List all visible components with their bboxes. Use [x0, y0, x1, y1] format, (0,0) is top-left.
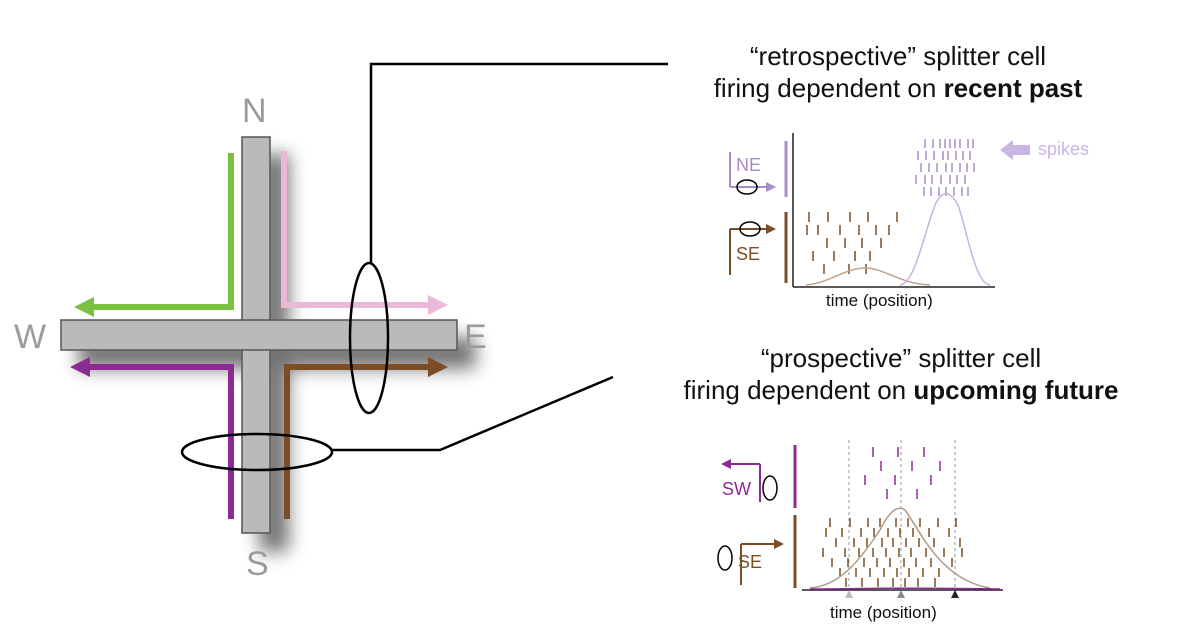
- retrospective-caption: “retrospective” splitter cell firing dep…: [668, 40, 1128, 104]
- ne-spike-raster: [915, 139, 975, 196]
- sw-label: SW: [722, 479, 751, 499]
- route-arrow-north-to-east: [281, 151, 448, 315]
- recording-ellipse-east: [348, 261, 390, 415]
- callout-line-prospective: [332, 375, 614, 452]
- spikes-arrow-icon: [1000, 140, 1030, 160]
- prospective-xlabel: time (position): [830, 603, 937, 622]
- spikes-label: spikes: [1038, 139, 1090, 159]
- sw-spike-raster: [864, 447, 941, 499]
- ne-label: NE: [736, 155, 762, 175]
- retrospective-caption-line1: “retrospective” splitter cell: [749, 41, 1047, 71]
- retrospective-caption-line2: firing dependent on recent past: [713, 73, 1083, 103]
- ne-firing-curve: [899, 193, 991, 286]
- compass-east-label: E: [464, 318, 487, 356]
- callout-line-retrospective: [369, 62, 668, 263]
- plus-maze: [60, 136, 458, 534]
- se-spike-raster: [806, 212, 898, 274]
- route-arrow-south-to-east: [284, 357, 448, 519]
- compass-north-label: N: [242, 92, 267, 130]
- prospective-caption-line1: “prospective” splitter cell: [760, 343, 1042, 373]
- se-label-retrospective: SE: [736, 244, 761, 264]
- recording-ellipse-south: [180, 432, 334, 472]
- se-label-prospective: SE: [738, 552, 763, 572]
- prospective-caption: “prospective” splitter cell firing depen…: [626, 342, 1176, 406]
- sw-firing-curve: [809, 587, 1001, 590]
- retrospective-panel: [729, 133, 1030, 288]
- se-spike-raster: [822, 518, 963, 587]
- prospective-panel: [717, 440, 1003, 598]
- route-arrow-north-to-west: [74, 153, 234, 317]
- compass-west-label: W: [14, 318, 47, 356]
- prospective-caption-line2: firing dependent on upcoming future: [683, 375, 1119, 405]
- compass-south-label: S: [246, 545, 269, 583]
- maze-center: [243, 321, 269, 349]
- retrospective-xlabel: time (position): [826, 291, 933, 310]
- se-firing-curve: [809, 507, 991, 589]
